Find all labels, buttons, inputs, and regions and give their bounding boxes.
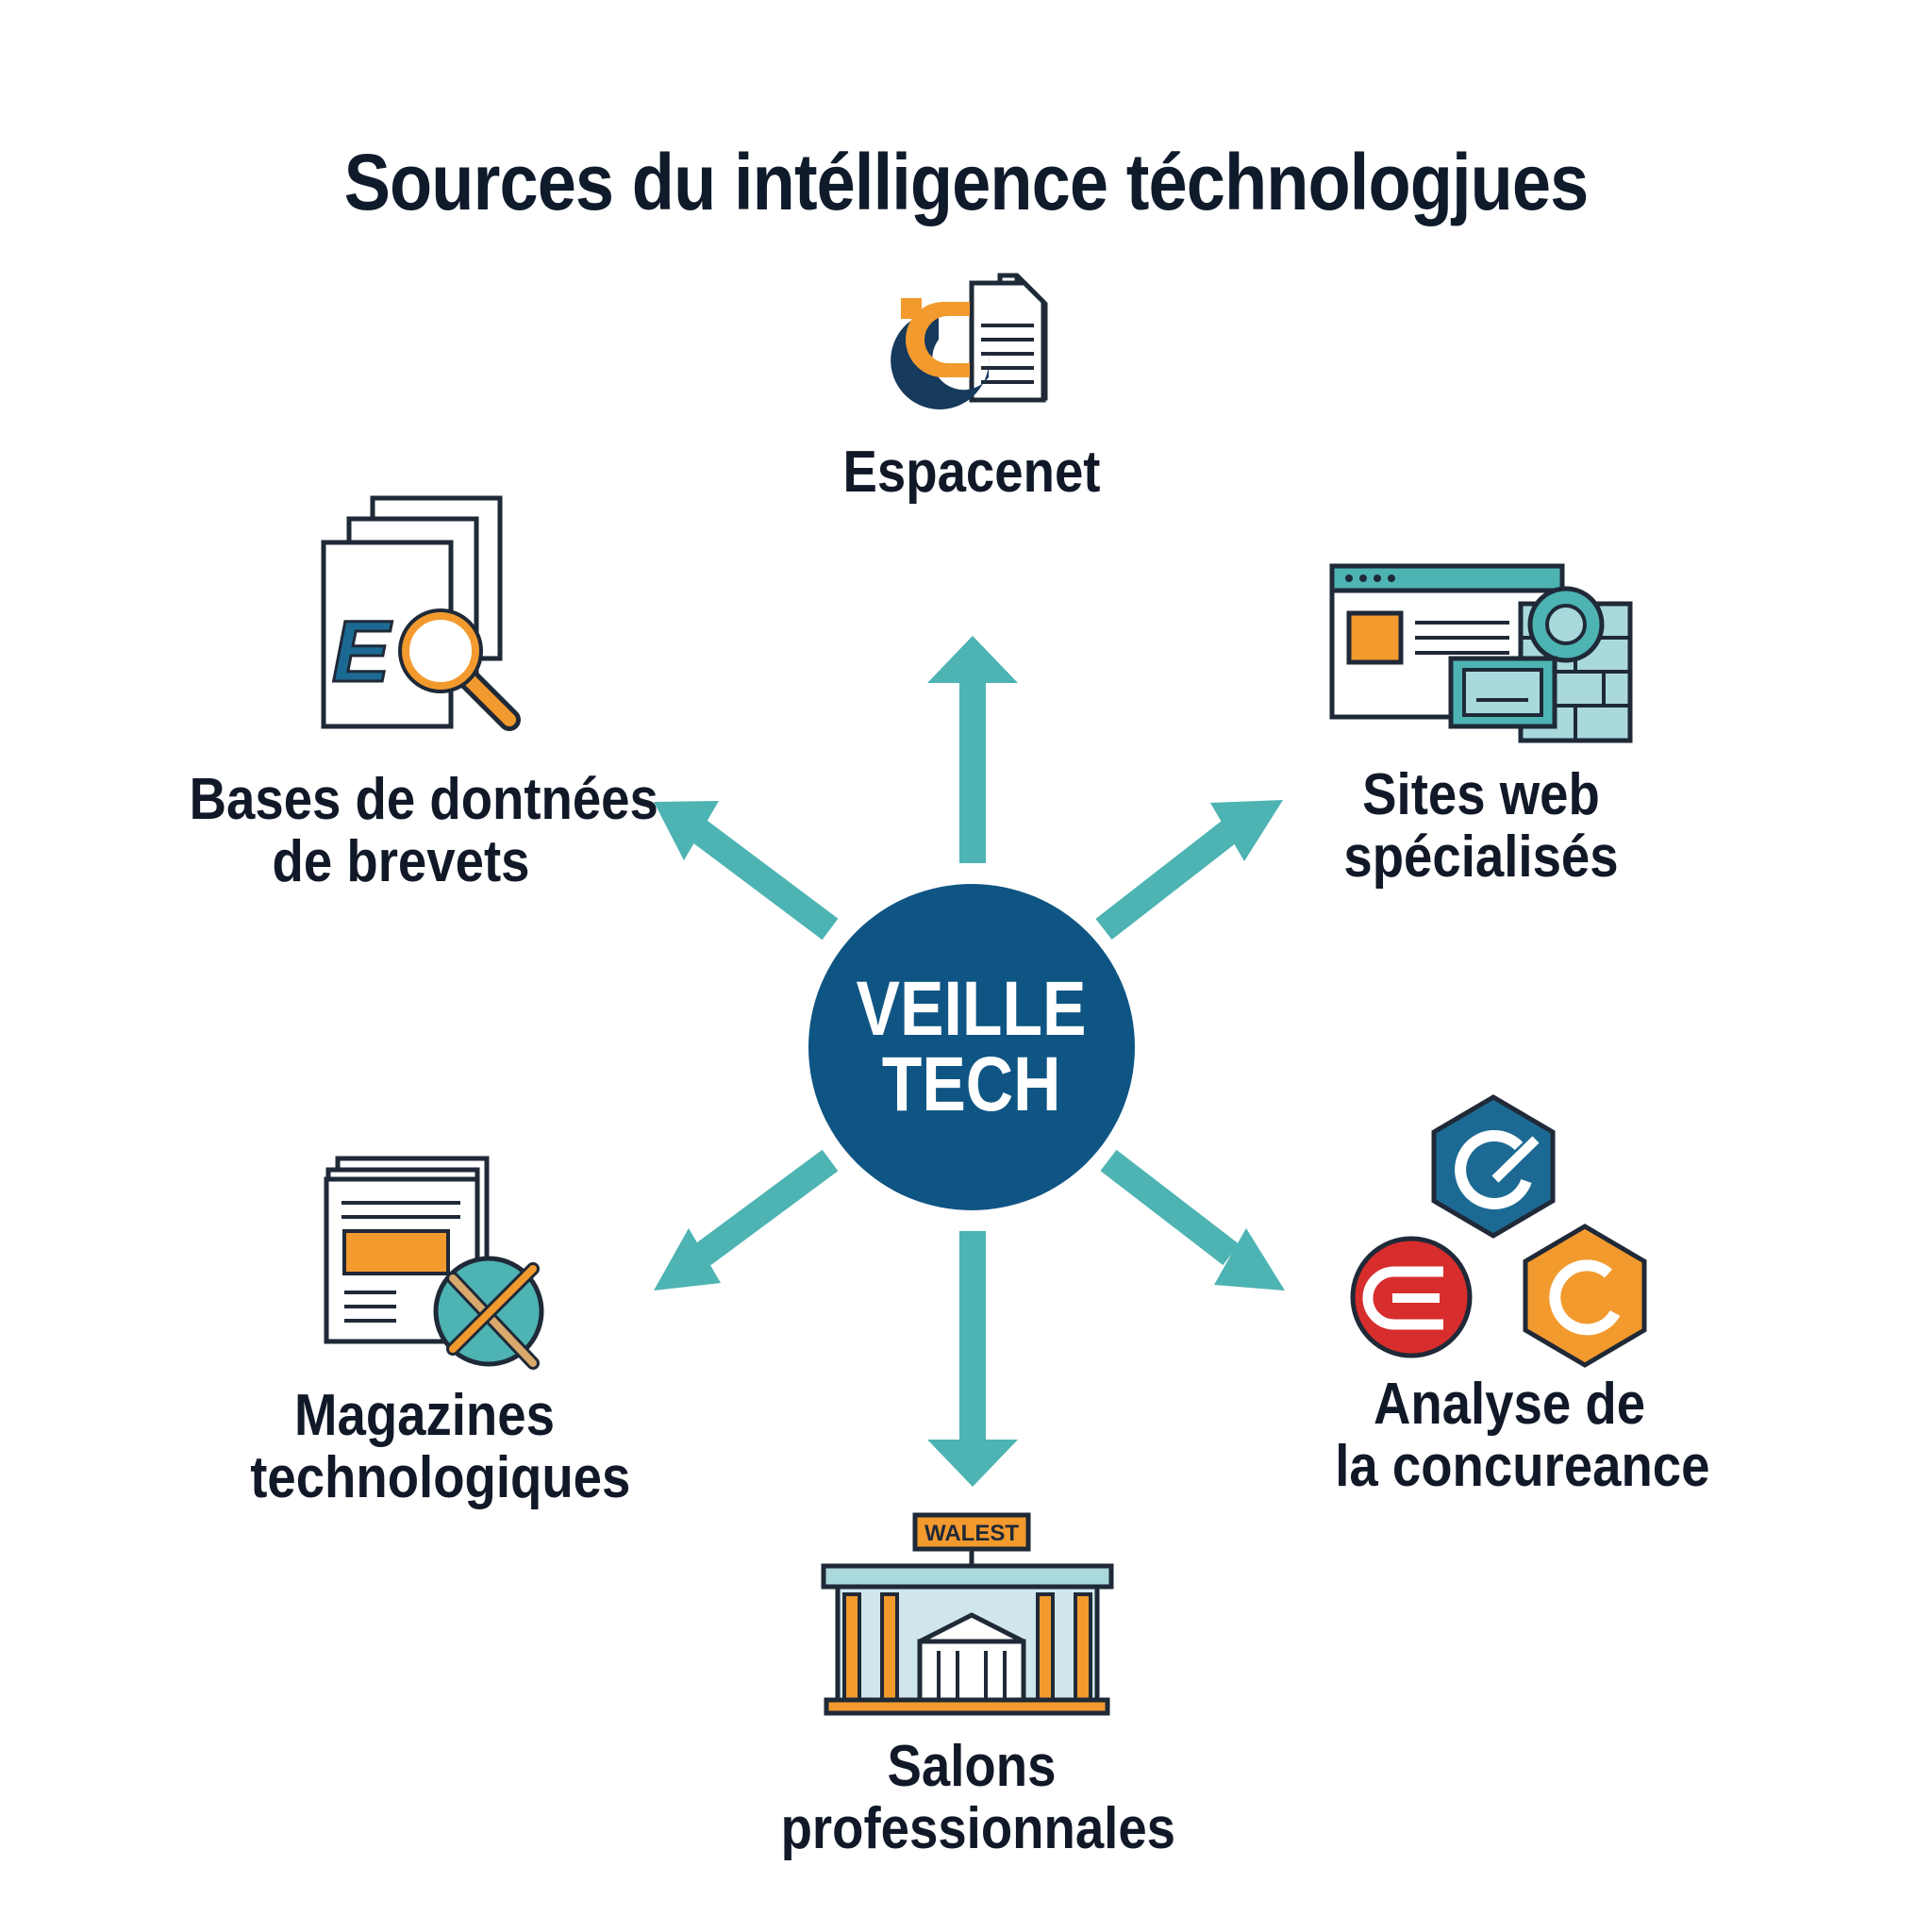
arrow-upper-left [654,801,839,941]
arrow-upper-right [1095,800,1283,941]
node-bases-brevets: Bases de dontnées de brevets [189,767,658,894]
document-logo-icon [891,273,1048,409]
node-magazines-line1: Magazines [294,1383,555,1448]
node-bases-brevets-line1: Bases de dontnées [189,767,658,832]
node-sites-web: Sites web spécialisés [1324,764,1639,889]
magazine-tools-icon [324,1156,544,1370]
center-line-1: VEILLE [856,966,1087,1052]
node-salons-line1: Salons [887,1734,1057,1799]
node-salons-line2: professionnales [780,1796,1176,1861]
node-concurrence-line1: Analyse de [1373,1372,1646,1437]
arrow-up [927,636,1018,863]
node-concurrence: Analyse de la concureance [1335,1372,1710,1499]
page-title: Sources du intélligence téchnologjues [343,138,1590,226]
exhibition-building-icon: WALEST [821,1512,1114,1716]
node-salons: Salons professionnales [780,1734,1176,1861]
arrow-lower-right [1100,1149,1285,1291]
patent-e-glyph: E [332,604,392,700]
node-bases-brevets-line2: de brevets [272,829,530,894]
building-sign-text: WALEST [924,1521,1019,1546]
center-line-2: TECH [882,1041,1061,1127]
arrow-lower-left [654,1149,839,1291]
node-magazines: Magazines technologiques [250,1383,631,1510]
competitor-badges-icon [1350,1094,1647,1368]
node-concurrence-line2: la concureance [1335,1434,1710,1499]
node-espacenet-label: Espacenet [842,440,1101,505]
node-espacenet: Espacenet [806,441,1138,504]
center-hub: VEILLE TECH [808,884,1135,1210]
node-magazines-line2: technologiques [250,1445,631,1510]
website-brickwall-icon [1329,563,1633,743]
arrow-down [927,1231,1018,1487]
node-sites-web-line2: spécialisés [1343,824,1619,890]
node-sites-web-line1: Sites web [1362,762,1600,827]
document-search-icon: E [321,495,521,731]
